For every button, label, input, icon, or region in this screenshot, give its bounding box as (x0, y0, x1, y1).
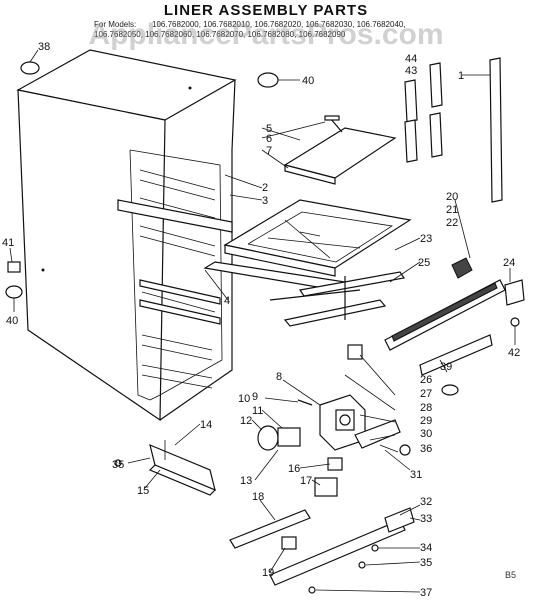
callout-39: 39 (440, 361, 452, 373)
callout-31: 31 (410, 469, 422, 481)
callout-42: 42 (508, 347, 520, 359)
liner-shelf-ribs (139, 169, 216, 389)
duct-bracket (504, 279, 525, 306)
callout-40-top: 40 (302, 75, 314, 87)
callout-44: 44 (405, 53, 417, 65)
callout-18: 18 (252, 491, 264, 503)
cabinet-liner (7, 49, 237, 422)
callout-29: 29 (420, 415, 432, 427)
callout-27: 27 (420, 388, 432, 400)
lower-rail-assembly (114, 440, 217, 496)
callout-13: 13 (240, 475, 252, 487)
damper-knob (347, 344, 363, 360)
bottom-track-assembly (269, 507, 415, 594)
callout-5: 5 (266, 123, 272, 135)
screw-36 (399, 444, 411, 456)
trim-piece-44-upper (429, 62, 443, 108)
trim-piece-43-lower (404, 119, 418, 163)
callout-36: 36 (420, 443, 432, 455)
drip-tray (229, 509, 311, 549)
callout-11: 11 (252, 405, 263, 417)
callout-3: 3 (262, 195, 268, 207)
callout-10: 10 (238, 393, 250, 405)
callout-38: 38 (38, 41, 50, 53)
models-line-2: 106.7682050, 106.7682060, 106.7682070, 1… (94, 30, 346, 39)
callout-14: 14 (200, 419, 212, 431)
screw-42 (510, 317, 520, 327)
bumper-38 (20, 61, 40, 75)
vent-grille (451, 257, 473, 279)
trim-strip-long (489, 57, 503, 203)
crisper-shelf (203, 199, 412, 327)
callout-32: 32 (420, 496, 432, 508)
callout-16: 16 (288, 463, 300, 475)
connector-19 (281, 536, 297, 550)
door-trim-strips (404, 57, 503, 203)
watermark-text: AppliancePartsPros.com (88, 18, 443, 51)
callout-numbers: 1 2 3 4 5 6 7 8 9 10 11 12 13 14 15 16 1… (2, 41, 520, 599)
control-housing (319, 344, 401, 451)
bracket-part (314, 477, 338, 497)
callout-7: 7 (266, 145, 272, 157)
trim-piece-44-lower (429, 112, 443, 158)
callout-20: 20 (446, 191, 458, 203)
callout-40-side: 40 (6, 315, 18, 327)
callout-41: 41 (2, 237, 14, 249)
callout-43: 43 (405, 65, 417, 77)
callout-35-lower: 35 (420, 557, 432, 569)
callout-19: 19 (262, 567, 274, 579)
callout-37: 37 (420, 587, 432, 599)
trim-piece-43-upper (404, 79, 418, 123)
callout-12: 12 (240, 415, 252, 427)
cap-39 (441, 384, 459, 396)
leader-lines (9, 49, 516, 593)
light-bulb (257, 425, 279, 451)
callout-2: 2 (262, 182, 268, 194)
callout-23: 23 (420, 233, 432, 245)
models-line-1: 106.7682000, 106.7682010, 106.7682020, 1… (152, 20, 406, 29)
callout-33: 33 (420, 513, 432, 525)
callout-30: 30 (420, 428, 432, 440)
callout-34: 34 (420, 542, 432, 554)
callout-9: 9 (252, 391, 258, 403)
callout-4: 4 (224, 295, 230, 307)
diagram-title: LINER ASSEMBLY PARTS (164, 2, 368, 19)
callout-17: 17 (300, 475, 312, 487)
bumper-40-top (257, 72, 279, 88)
callout-28: 28 (420, 402, 432, 414)
upper-shelf-assembly (283, 115, 397, 185)
corner-code: B5 (505, 570, 516, 580)
callout-35-left: 35 (112, 459, 124, 471)
callout-1: 1 (458, 70, 464, 82)
callout-8: 8 (276, 371, 282, 383)
callout-15: 15 (137, 485, 149, 497)
switch-part (327, 457, 343, 471)
callout-22: 22 (446, 217, 458, 229)
callout-21: 21 (446, 204, 458, 216)
callout-24: 24 (503, 257, 515, 269)
callout-26: 26 (420, 374, 432, 386)
callout-6: 6 (266, 133, 272, 145)
screw-9 (297, 399, 313, 406)
air-duct-assembly (384, 279, 525, 376)
light-socket (277, 427, 301, 447)
callout-25: 25 (418, 257, 430, 269)
bumper-40-side (5, 285, 23, 299)
models-label: For Models: (94, 20, 136, 29)
label-plate (7, 261, 21, 273)
